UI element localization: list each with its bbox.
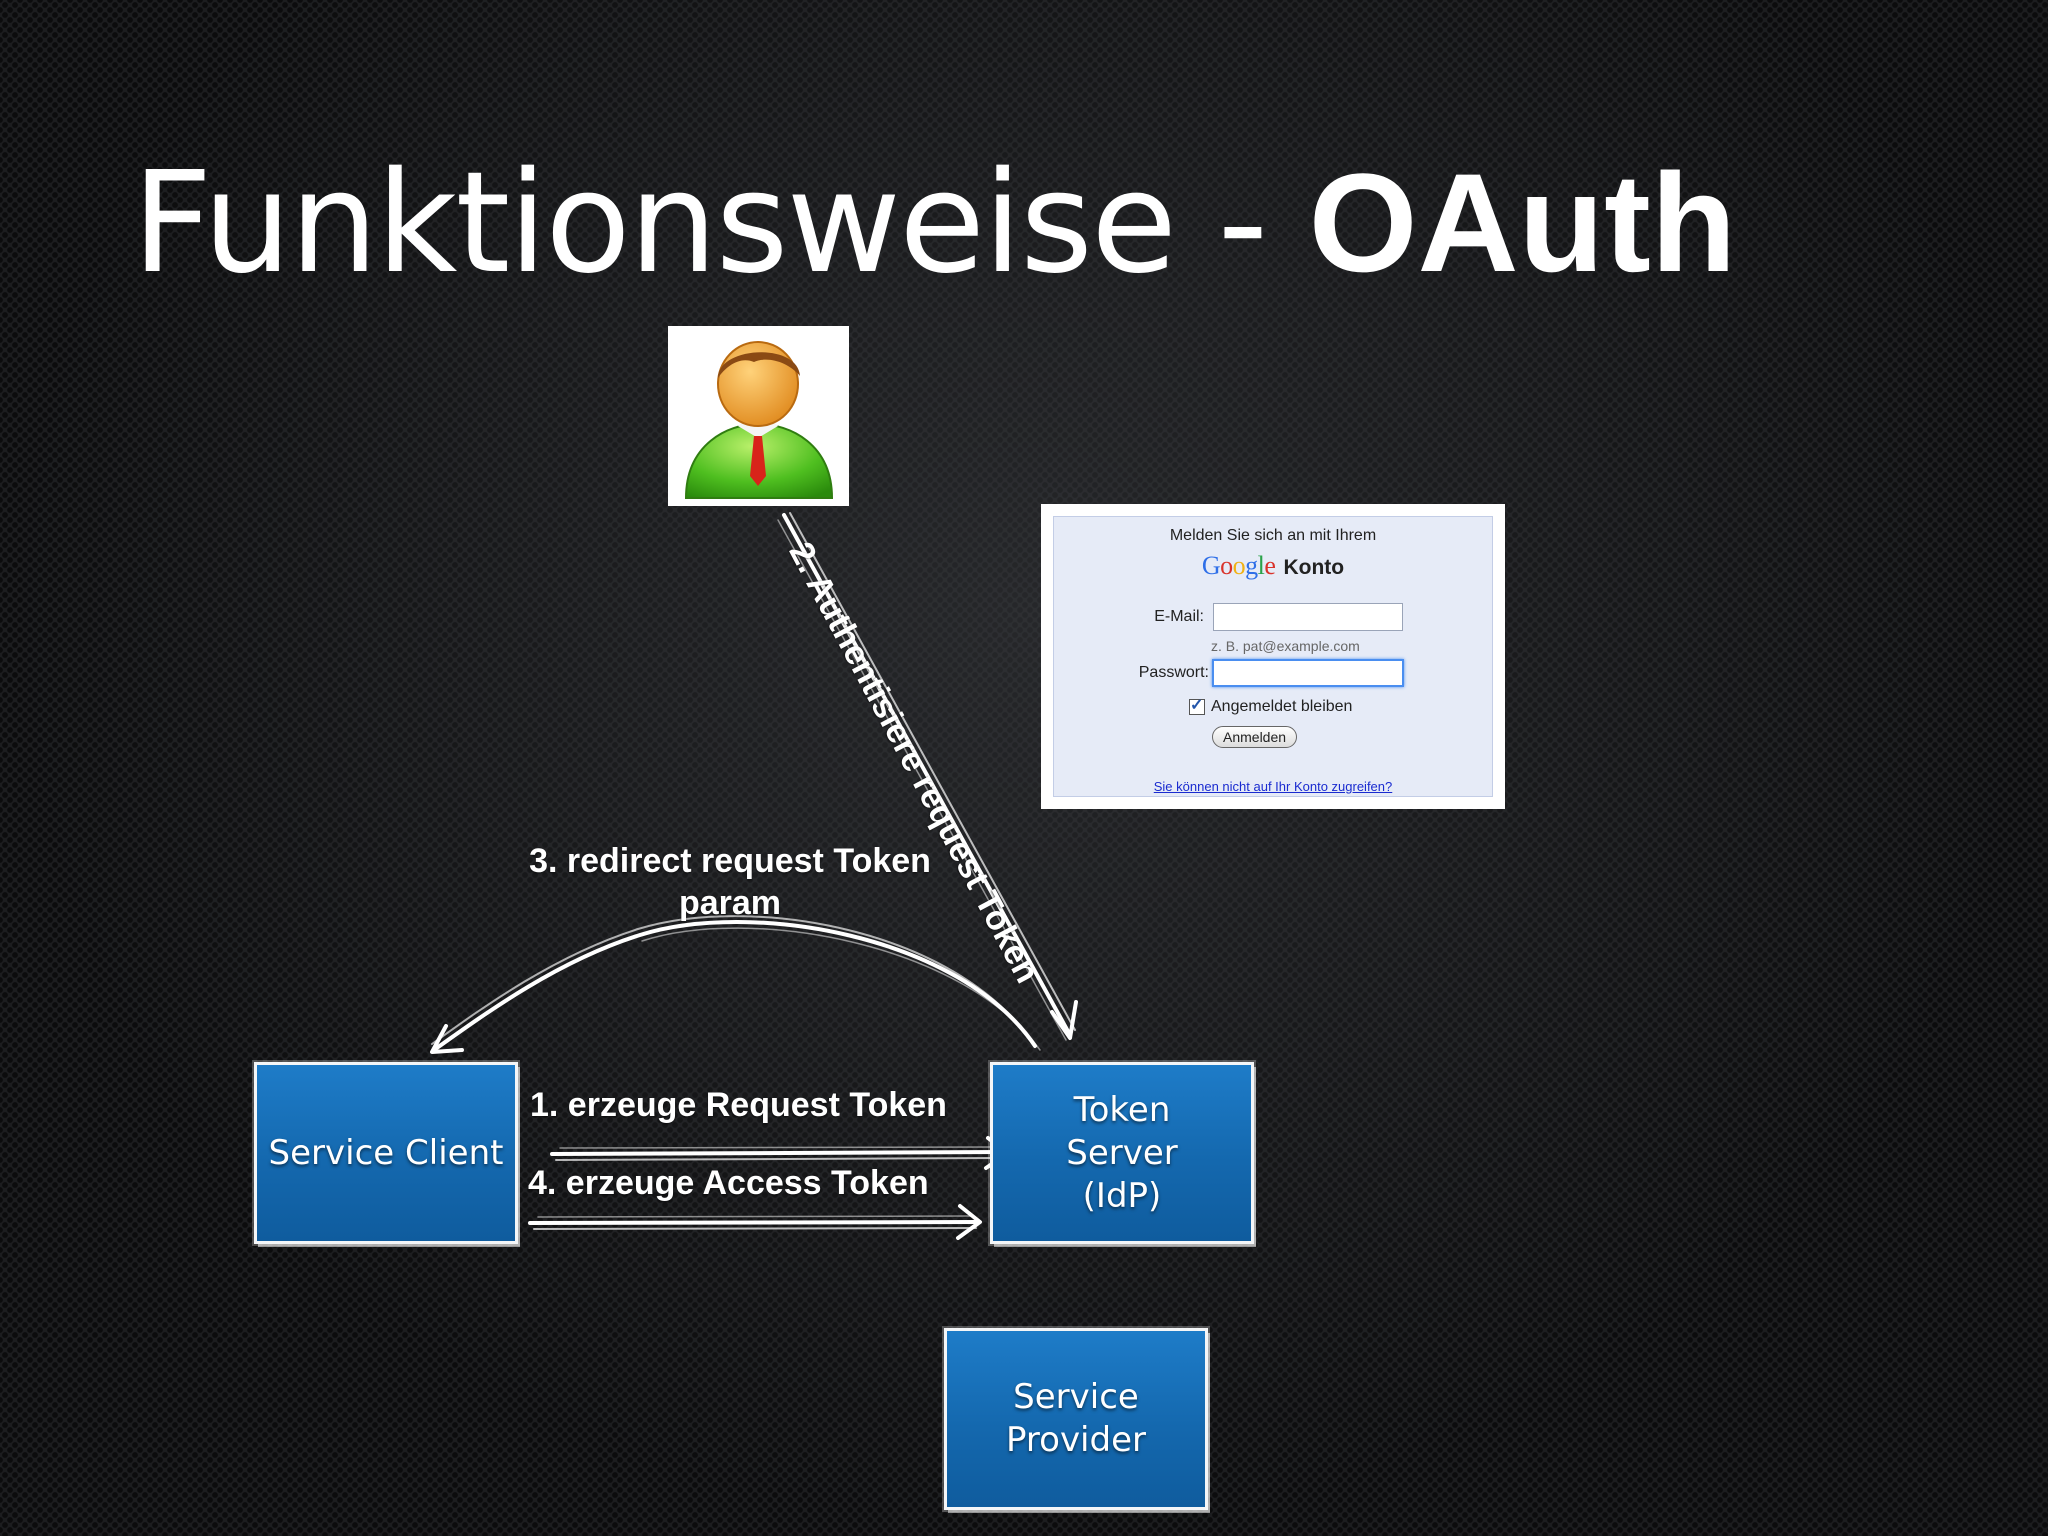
email-hint: z. B. pat@example.com (1211, 638, 1360, 654)
email-label: E-Mail: (1154, 608, 1204, 625)
arrow-access-token (528, 1204, 982, 1240)
anmelden-button[interactable]: Anmelden (1212, 726, 1298, 748)
service-provider-node: Service Provider (944, 1328, 1208, 1510)
step-1-label: 1. erzeuge Request Token (530, 1086, 947, 1124)
arrow-redirect (430, 915, 1041, 1054)
token-server-node: Token Server (IdP) (990, 1062, 1254, 1244)
title-bold: OAuth (1308, 144, 1737, 301)
token-server-label: Token Server (IdP) (1066, 1089, 1178, 1216)
service-client-node: Service Client (254, 1062, 518, 1244)
step-3-label: 3. redirect request Token param (529, 842, 931, 922)
google-logo: Google (1201, 551, 1276, 580)
service-provider-label: Service Provider (1006, 1377, 1146, 1460)
help-link[interactable]: Sie können nicht auf Ihr Konto zugreifen… (1153, 779, 1393, 794)
password-field[interactable] (1212, 659, 1404, 687)
service-client-label: Service Client (268, 1132, 504, 1173)
login-form: Melden Sie sich an mit Ihrem Google Konto… (1053, 516, 1493, 797)
password-label: Passwort: (1138, 664, 1209, 681)
remember-checkbox[interactable]: Angemeldet bleiben (1189, 695, 1353, 716)
slide-title: Funktionsweise - OAuth (132, 142, 1736, 305)
checkbox-checked-icon[interactable] (1189, 695, 1205, 715)
user-avatar-icon (668, 326, 849, 506)
google-login-screenshot: Melden Sie sich an mit Ihrem Google Konto… (1041, 504, 1505, 809)
step-4-label: 4. erzeuge Access Token (528, 1164, 929, 1202)
remember-label: Angemeldet bleiben (1211, 698, 1353, 715)
email-field[interactable] (1213, 603, 1403, 631)
arrow-authenticate (777, 512, 1078, 1041)
title-prefix: Funktionsweise - (132, 142, 1309, 305)
konto-label: Konto (1283, 556, 1345, 579)
login-heading: Melden Sie sich an mit Ihrem (1169, 527, 1377, 544)
login-brand: Google Konto (1054, 551, 1492, 581)
